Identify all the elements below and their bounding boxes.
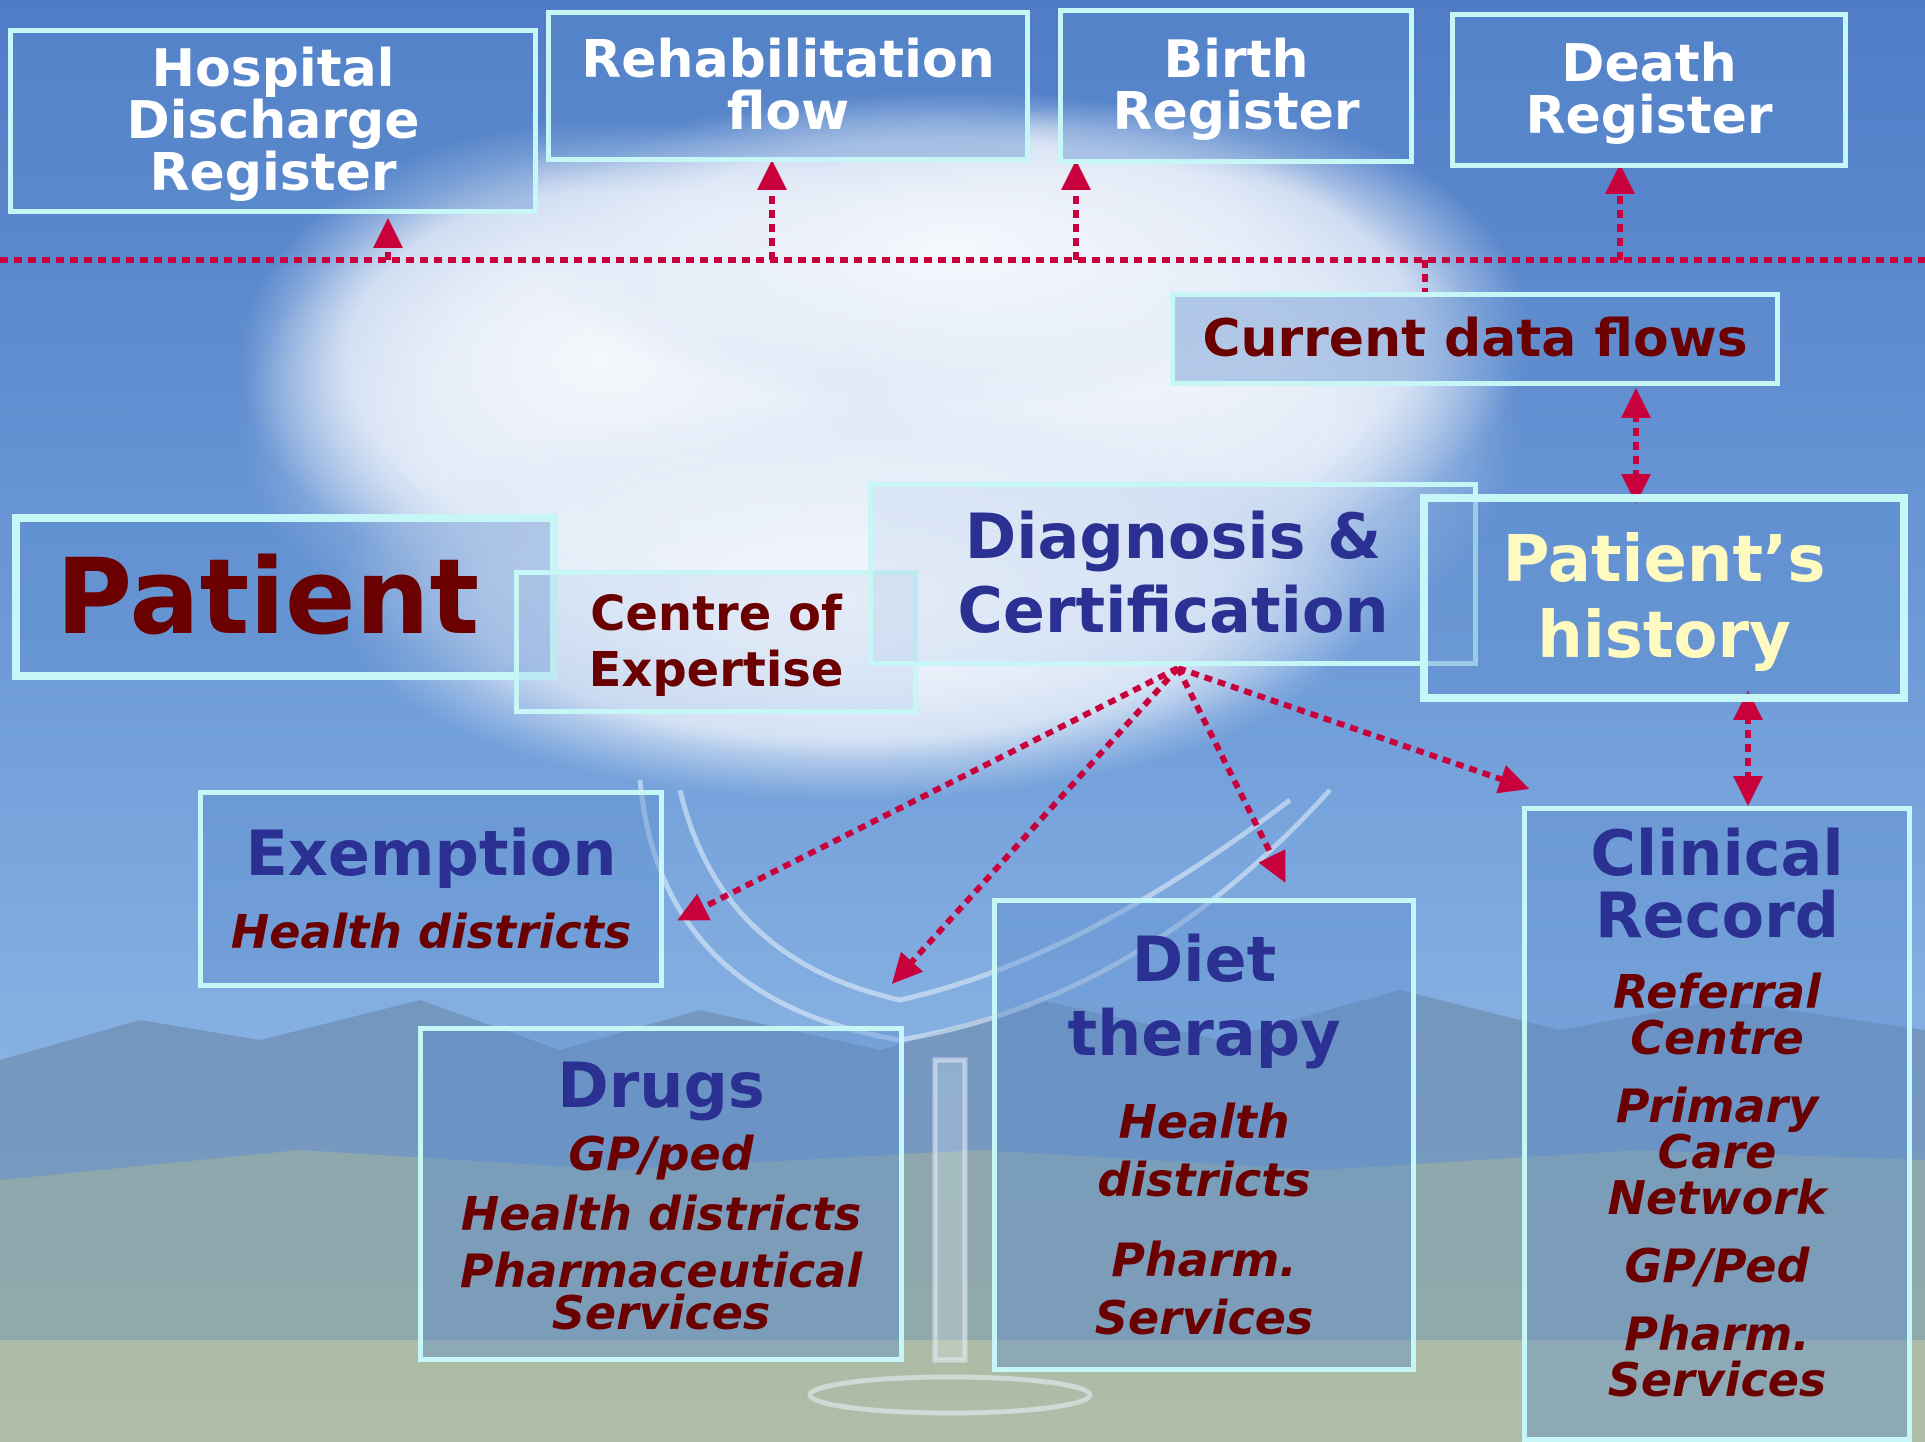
diet-title-1: Diet — [1131, 923, 1277, 996]
death-line-2: Register — [1525, 86, 1773, 146]
clinical-item-4: Care — [1657, 1125, 1777, 1179]
clinical-item-3: Primary — [1615, 1079, 1819, 1133]
hospital-discharge-register-box: Hospital Discharge Register — [8, 28, 538, 214]
diagnosis-line-2: Certification — [957, 574, 1389, 647]
connectors — [0, 160, 1925, 984]
centre-line-1: Centre of — [590, 586, 842, 642]
patient-label: Patient — [56, 536, 480, 658]
diet-item-3: Pharm. — [1111, 1233, 1297, 1287]
drugs-item-2: Health districts — [460, 1187, 862, 1241]
rehabilitation-flow-box: Rehabilitation flow — [546, 10, 1030, 162]
clinical-item-5: Network — [1607, 1171, 1827, 1225]
connector-to-exemption — [677, 665, 1180, 921]
patients-history-box: Patient’s history — [1420, 494, 1908, 702]
exemption-box: Exemption Health districts — [198, 790, 664, 988]
rehab-line-1: Rehabilitation — [581, 30, 995, 90]
history-line-2: history — [1537, 599, 1791, 673]
centre-line-2: Expertise — [588, 642, 844, 698]
diet-title-2: therapy — [1067, 997, 1341, 1070]
diagnosis-certification-box: Diagnosis & Certification — [868, 482, 1478, 666]
drugs-box: Drugs GP/ped Health districts Pharmaceut… — [418, 1026, 904, 1362]
hospital-line-2: Discharge — [126, 91, 420, 151]
drugs-item-3: Pharmaceutical — [459, 1244, 863, 1298]
clinical-item-8: Services — [1607, 1353, 1827, 1407]
exemption-item: Health districts — [230, 905, 632, 959]
cloud — [240, 90, 1530, 800]
clinical-title-1: Clinical — [1590, 817, 1844, 890]
current-data-flows-box: Current data flows — [1170, 292, 1780, 386]
clinical-item-2: Centre — [1630, 1011, 1804, 1065]
clinical-item-7: Pharm. — [1624, 1307, 1810, 1361]
hospital-line-3: Register — [149, 143, 397, 203]
birth-line-1: Birth — [1163, 30, 1309, 90]
death-line-1: Death — [1561, 34, 1737, 94]
drugs-title: Drugs — [557, 1049, 765, 1122]
death-register-box: Death Register — [1450, 12, 1848, 168]
birth-register-box: Birth Register — [1058, 8, 1414, 164]
diagnosis-line-1: Diagnosis & — [964, 500, 1382, 573]
drugs-item-1: GP/ped — [568, 1127, 754, 1181]
patient-box: Patient — [12, 514, 558, 680]
rehab-line-2: flow — [726, 82, 850, 142]
clinical-record-box: Clinical Record Referral Centre Primary … — [1522, 806, 1912, 1442]
hospital-line-1: Hospital — [151, 39, 395, 99]
connector-to-clinical — [1177, 665, 1530, 794]
diet-item-1: Health — [1118, 1095, 1290, 1149]
history-line-1: Patient’s — [1502, 523, 1826, 597]
diet-therapy-box: Diet therapy Health districts Pharm. Ser… — [992, 898, 1416, 1372]
drugs-item-4: Services — [551, 1286, 771, 1340]
exemption-title: Exemption — [245, 817, 617, 890]
centre-of-expertise-box: Centre of Expertise — [514, 570, 918, 714]
diet-item-4: Services — [1094, 1291, 1314, 1345]
diet-item-2: districts — [1097, 1153, 1311, 1207]
clinical-title-2: Record — [1594, 879, 1840, 952]
clinical-item-6: GP/Ped — [1624, 1239, 1810, 1293]
current-data-flows-label: Current data flows — [1202, 309, 1748, 369]
connector-to-diet — [1175, 666, 1286, 883]
clinical-item-1: Referral — [1613, 965, 1821, 1019]
birth-line-2: Register — [1112, 82, 1360, 142]
